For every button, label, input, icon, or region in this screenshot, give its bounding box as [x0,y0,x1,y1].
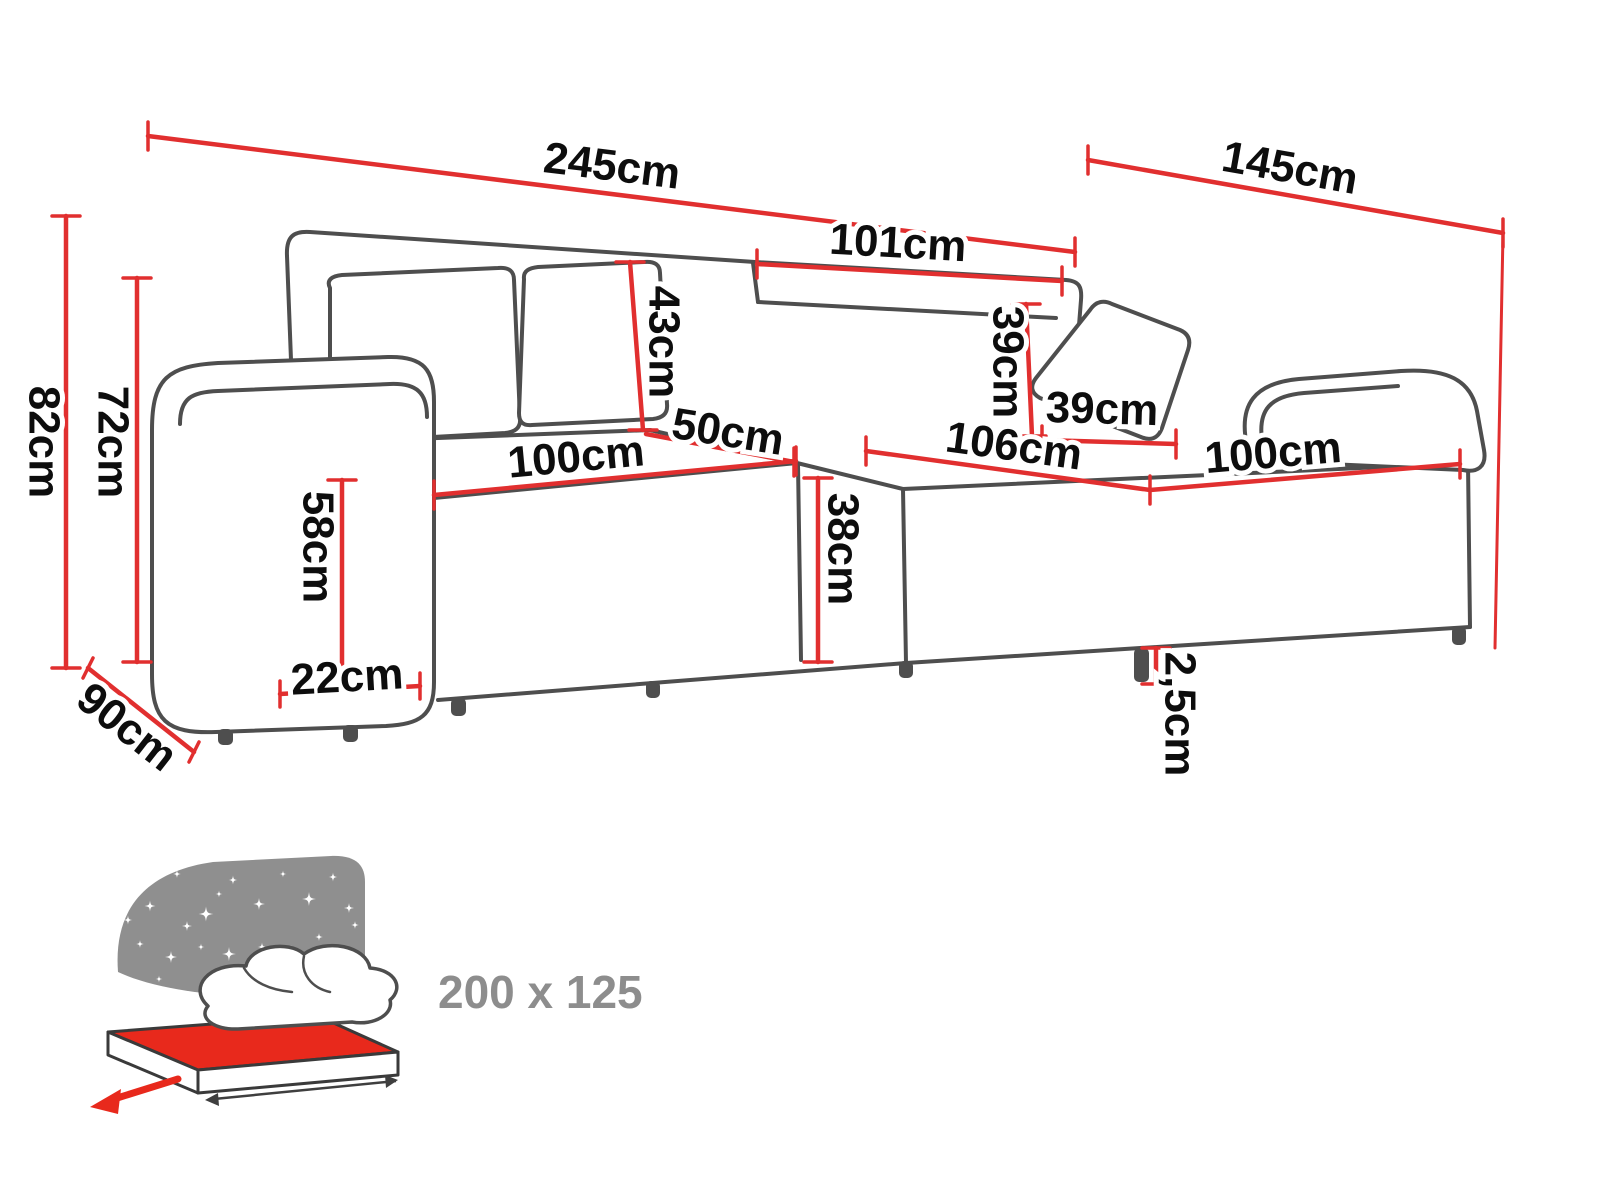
bed-open-arrow-head [90,1089,121,1114]
sleeping-area-label: 200 x 125 [438,966,643,1018]
sofa-drawing [150,229,1487,745]
bed-measure-arrow [213,1079,397,1101]
sofa-back-crease [756,300,1058,320]
dim-line-total-width [145,133,1078,255]
sofa-leg [1452,626,1466,645]
dim-line-pillow-height [1023,301,1035,439]
dim-label-total-height: 82cm [20,386,69,499]
sleeping-function-icon: 200 x 125 [90,855,643,1114]
dim-line-total-depth [1085,157,1506,236]
dim-label-armrest-width: 22cm [289,649,404,704]
left-armrest-inner-edge [178,381,429,426]
dim-line-chaise-length [863,448,1153,493]
sofa-leg [451,698,466,716]
dim-line-side-depth [85,665,197,755]
back-cushion-right [517,259,670,428]
right-armrest [1242,368,1487,473]
dim-label-back-height: 72cm [89,386,138,499]
dimension-lines [50,120,1506,764]
left-armrest [150,354,436,735]
dim-label-total-depth: 145cm [1218,132,1361,204]
bed-duvet-folds [242,954,332,994]
dim-label-seat-depth: 50cm [669,399,788,465]
bed-measure-arrow-head-left [205,1093,219,1106]
dim-line-pillow-width [1039,437,1179,447]
sofa-leg [218,729,233,745]
bed-open-arrow-shaft [110,1075,182,1103]
sofa-leg [646,681,660,698]
chaise-pillow [1030,299,1192,441]
sofa-bottom-edge [436,625,1472,702]
right-armrest-inner-edge [1259,384,1400,442]
bed-duvet [198,943,399,1031]
sofa-legs [218,626,1466,745]
sofa-back-joint [751,261,760,304]
dim-line-seat-width [431,458,799,498]
bed-base-right-face [196,1050,400,1095]
dim-line-chaise-width [1147,461,1463,493]
dim-line-right-extension [1493,231,1505,650]
sofa-seat-front-edge [432,461,1470,500]
sofa-seat-split [796,462,803,662]
dim-label-armrest-height: 58cm [294,491,343,604]
dim-line-backrest-height [627,259,646,433]
dim-label-pillow-height: 39cm [984,306,1033,419]
sofa-leg [1134,648,1149,682]
sofa-corner-vertical [901,487,908,665]
dim-label-back-width: 101cm [828,215,968,272]
dim-label-pillow-width: 39cm [1045,383,1159,435]
sofa-leg [899,661,913,678]
dim-line-seat-depth [643,431,797,465]
bed-measure-arrow-head-right [385,1075,398,1088]
dimension-end-ticks [50,120,1505,764]
sofa-leg [343,725,358,742]
dim-label-front-height: 38cm [819,493,868,606]
dim-line-back-width [754,261,1065,284]
sofa-right-side-edge [1466,461,1472,629]
dim-label-leg-height: 2,5cm [1156,652,1205,777]
sofa-back-left-edge [285,254,293,362]
dim-label-backrest-height: 43cm [640,286,689,399]
